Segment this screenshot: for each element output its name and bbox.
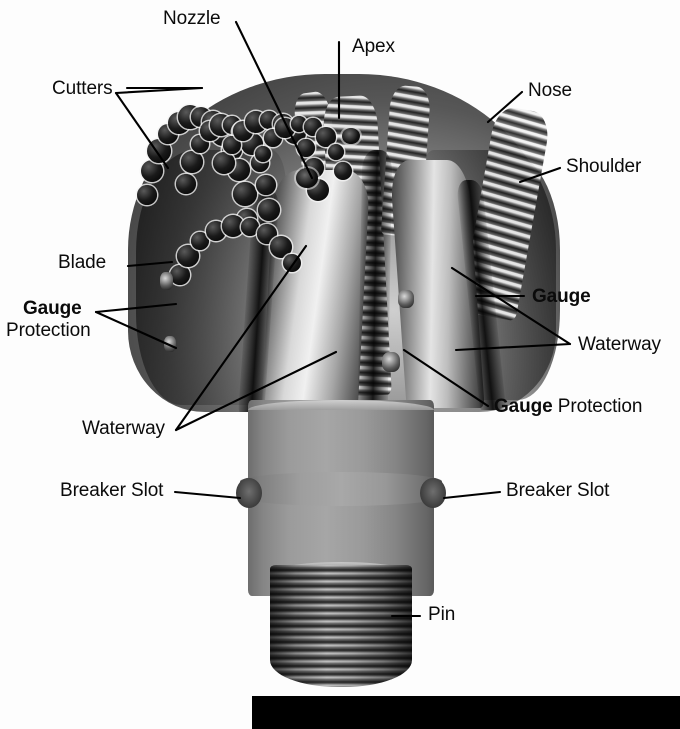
gauge-protection-insert-right-2 (382, 352, 400, 372)
pdc-cutter (256, 174, 277, 195)
label-gauge-protection-right-bold: Gauge (494, 396, 553, 417)
pdc-cutter (316, 126, 337, 147)
nozzle-port-2 (342, 128, 360, 144)
breaker-slot-left-recess (236, 478, 262, 508)
pdc-cutter (223, 135, 242, 154)
breaker-slot-right-recess (420, 478, 446, 508)
pdc-cutter (176, 174, 197, 195)
label-blade: Blade (58, 252, 107, 273)
threaded-pin (270, 565, 412, 687)
breaker-slot-collar (240, 472, 442, 506)
pdc-cutter (221, 215, 244, 238)
pdc-cutter (212, 152, 235, 175)
gauge-protection-insert-left-2 (164, 336, 176, 352)
gauge-protection-insert-right-1 (398, 290, 414, 308)
label-gauge-protection-left-gauge: Gauge (23, 298, 82, 319)
label-waterway-right: Waterway (578, 334, 661, 355)
pdc-cutter (334, 162, 353, 181)
pdc-cutter (269, 235, 292, 258)
label-gauge-protection-right-rest: Protection (552, 396, 643, 417)
label-cutters: Cutters (52, 78, 113, 99)
pdc-cutter (181, 150, 204, 173)
shank-top-highlight (248, 400, 434, 410)
label-nose: Nose (528, 80, 572, 101)
label-waterway-left: Waterway (82, 418, 165, 439)
pdc-cutter (232, 181, 257, 206)
pdc-cutter (241, 218, 260, 237)
pdc-cutter (141, 160, 164, 183)
label-nozzle: Nozzle (163, 8, 221, 29)
label-pin: Pin (428, 604, 456, 625)
label-gauge-right: Gauge (532, 286, 591, 307)
drill-bit-photo: Nozzle Apex Cutters Nose Shoulder Blade … (6, 8, 661, 687)
pdc-cutter (205, 221, 226, 242)
nozzle-port-1 (296, 168, 318, 188)
pdc-cutter (177, 245, 199, 268)
pdc-cutter (254, 145, 271, 162)
pdc-cutter (328, 143, 345, 160)
pdc-cutter (258, 198, 281, 221)
pdc-cutter (191, 232, 210, 251)
leader-lines (94, 20, 572, 618)
label-apex: Apex (352, 36, 395, 57)
label-shoulder: Shoulder (566, 156, 642, 177)
pdc-cutter (291, 116, 308, 132)
pdc-cutter (296, 139, 315, 158)
pdc-cutter (137, 184, 158, 205)
label-gauge-protection-right: Gauge Protection (494, 396, 642, 417)
pdc-cutter (169, 264, 190, 285)
bottom-black-bar (252, 696, 680, 729)
label-breaker-slot-left: Breaker Slot (60, 480, 164, 501)
gauge-protection-insert-left-1 (160, 272, 173, 290)
label-breaker-slot-right: Breaker Slot (506, 480, 610, 501)
label-gauge-protection-left-protection: Protection (6, 320, 91, 341)
